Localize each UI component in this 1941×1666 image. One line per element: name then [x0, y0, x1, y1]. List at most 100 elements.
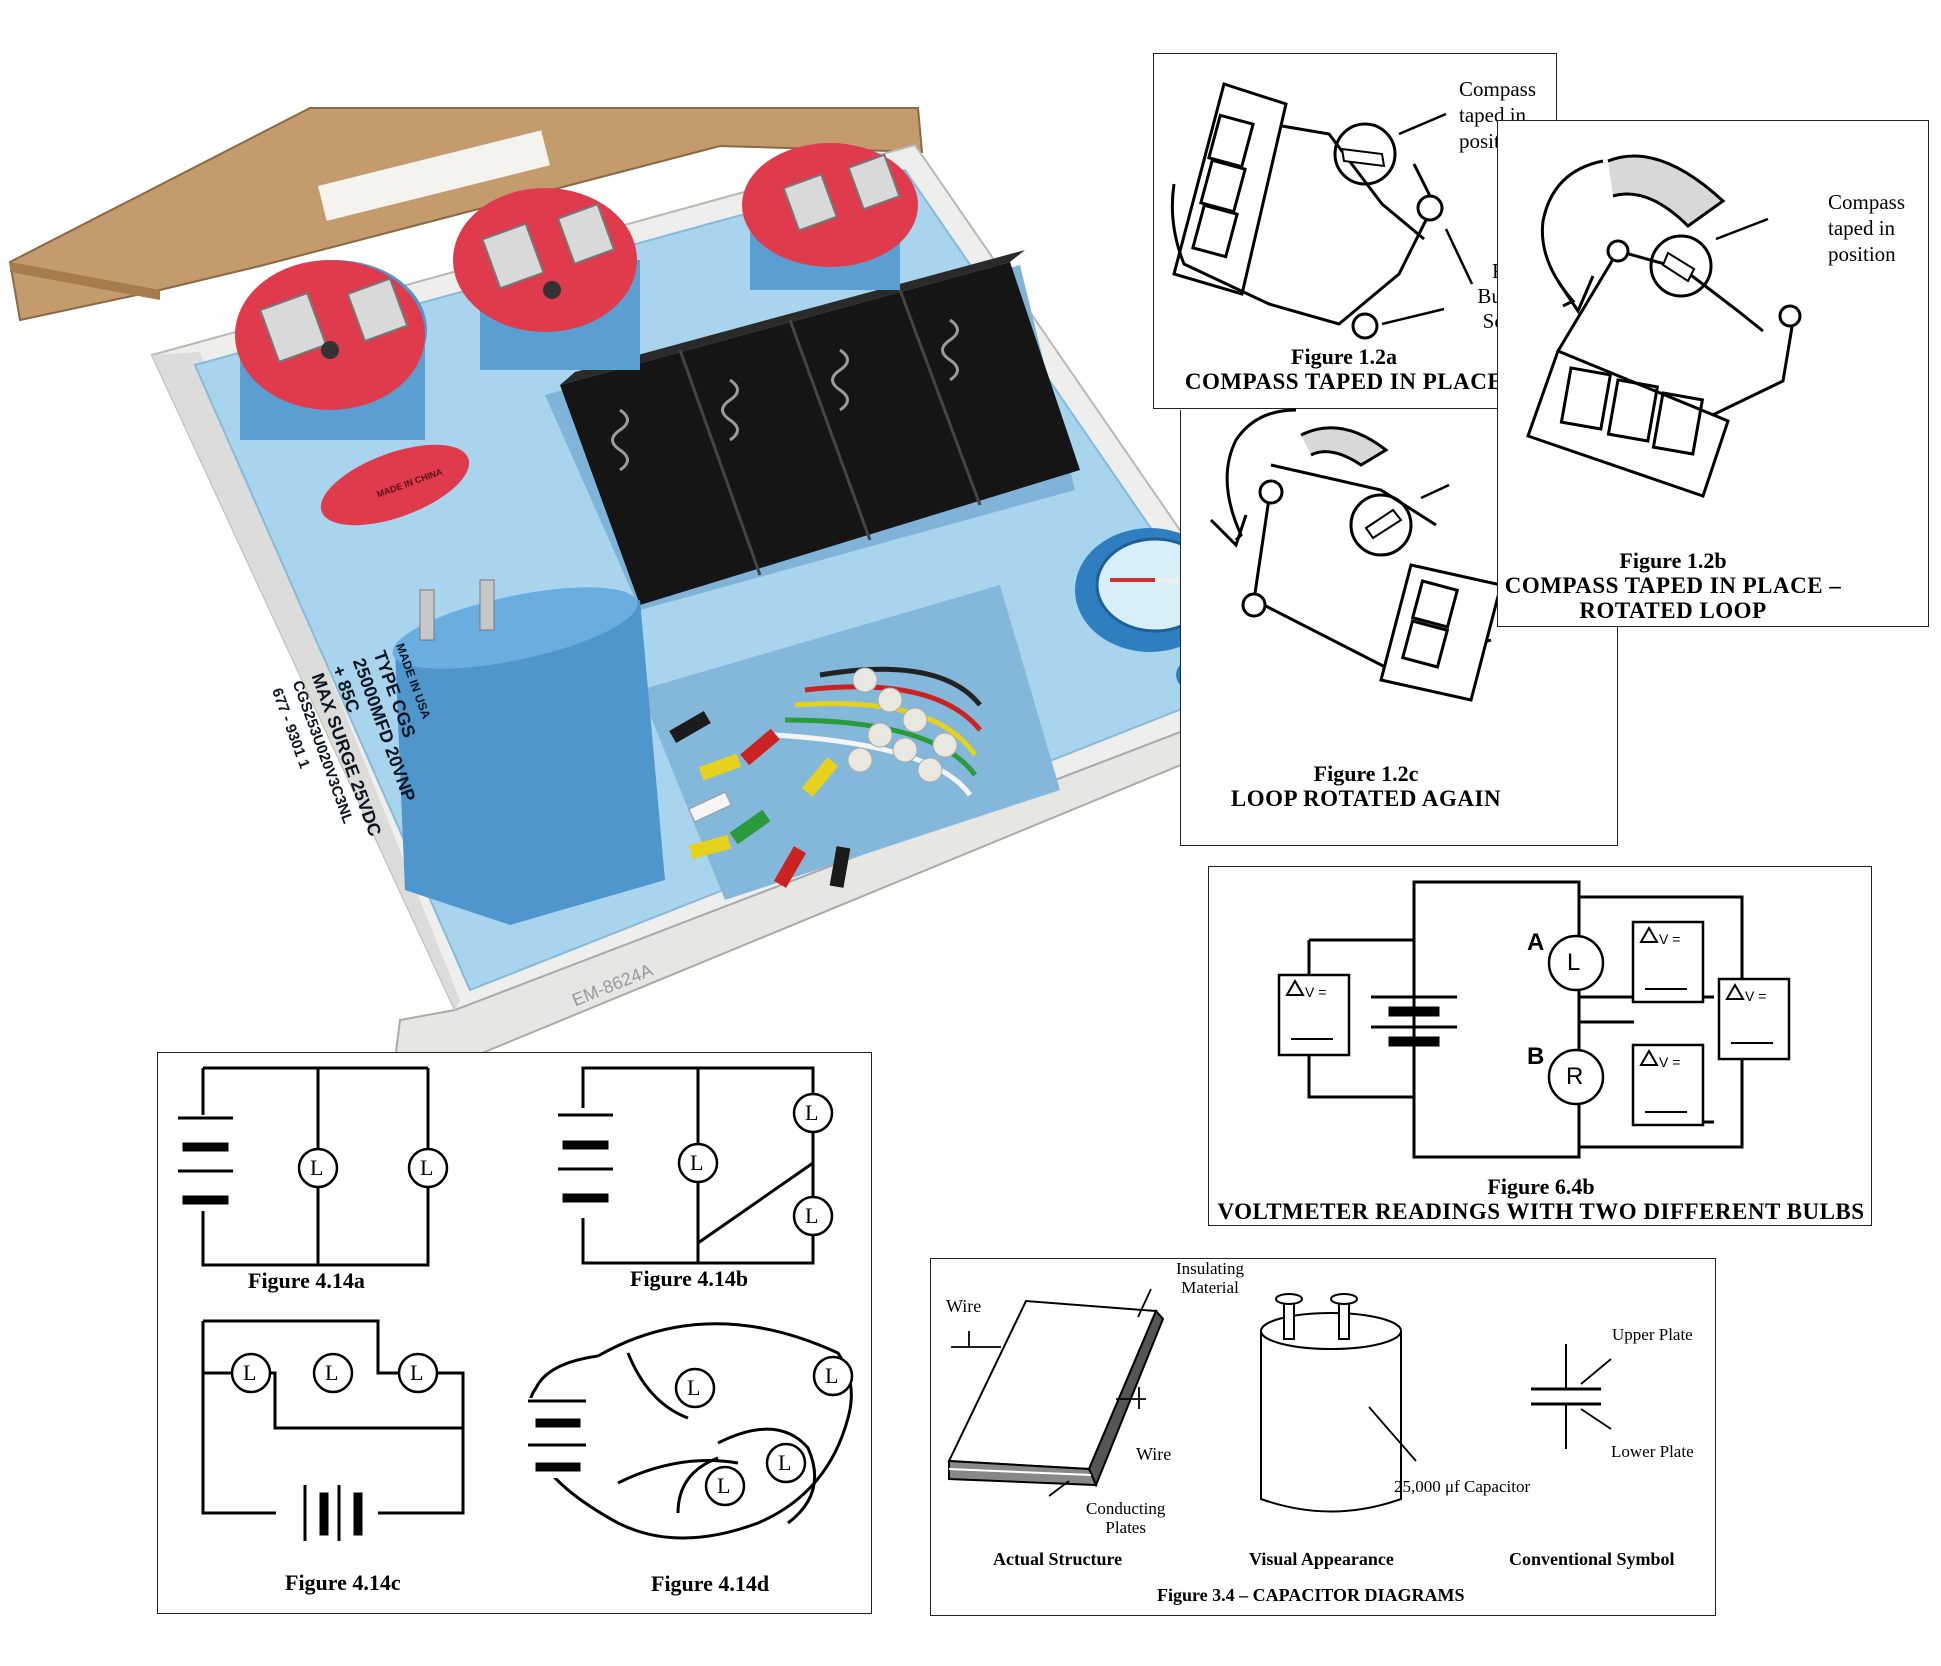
fig34-insulating-line-1: Insulating [1176, 1259, 1244, 1278]
figure-1-2a-drawing [1170, 82, 1474, 340]
fig64b-bulb-l: L [1567, 949, 1581, 976]
fig414a-caption: Figure 4.14a [248, 1268, 365, 1293]
battery-holder [560, 250, 1080, 605]
fig414b-bulb-2: L [805, 1100, 819, 1125]
fig64b-caption: Figure 6.4b VOLTMETER READINGS WITH TWO … [1209, 1174, 1873, 1225]
fig34-caption: Figure 3.4 – CAPACITOR DIAGRAMS [1157, 1585, 1465, 1605]
fig34-col-visual: Visual Appearance [1249, 1549, 1394, 1569]
fig12b-compass-line-2: taped in [1828, 216, 1896, 240]
fig414d-bulb-1: L [687, 1375, 701, 1400]
fig64b-battery [1371, 995, 1457, 1047]
fig34-label-upper: Upper Plate [1612, 1325, 1693, 1344]
fig64b-meters [1277, 920, 1791, 1127]
fig34-col-actual: Actual Structure [993, 1549, 1123, 1569]
figure-1-2a-panel: Compass taped in position Round Bulbs in… [1153, 53, 1557, 409]
fig414a-bulb-2: L [420, 1155, 434, 1180]
fig414d-caption: Figure 4.14d [651, 1571, 770, 1596]
alligator-clips [669, 710, 851, 888]
fig414b-caption: Figure 4.14b [630, 1266, 749, 1291]
fig12b-compass-line-3: position [1828, 242, 1896, 266]
figure-4-14-drawing [178, 1066, 854, 1541]
fig12b-caption-sub1: COMPASS TAPED IN PLACE – [1504, 573, 1842, 598]
fig12c-caption-sub: LOOP ROTATED AGAIN [1230, 786, 1502, 811]
socket-left [235, 260, 427, 440]
fig34-label-lower: Lower Plate [1611, 1442, 1694, 1461]
figure-6-4b-panel: A B L R V = V = V = V = Figure 6.4b VOLT… [1208, 866, 1872, 1226]
fig414b-battery [556, 1108, 613, 1218]
lid-label [317, 130, 550, 221]
fig34-label-wire-top: Wire [946, 1296, 982, 1316]
fig12c-caption-title: Figure 1.2c [1313, 761, 1419, 786]
fig64b-meter3-label: V = [1659, 1054, 1681, 1070]
fig414d-circuit [526, 1322, 853, 1540]
figure-1-2b-panel: Compass taped in position Figure 1.2b CO… [1497, 120, 1929, 627]
fig34-label-conducting: Conducting Plates [1086, 1499, 1165, 1537]
figure-4-14-panel: L L L L L L L L L L L L Figure 4.14a Fig… [157, 1052, 872, 1614]
fig34-col-symbol: Conventional Symbol [1509, 1549, 1675, 1569]
fig12b-caption-sub2: ROTATED LOOP [1579, 598, 1767, 623]
fig12b-label-compass: Compass taped in position [1828, 189, 1905, 267]
fig414c-bulb-2: L [325, 1360, 339, 1385]
fig414a-bulbs [297, 1147, 449, 1189]
capacitor [392, 579, 665, 925]
figure-3-4-drawing [947, 1288, 1612, 1513]
fig64b-label-a: A [1527, 929, 1545, 956]
fig414d-bulb-3: L [778, 1450, 792, 1475]
fig414c-battery [303, 1485, 363, 1541]
figure-6-4b-drawing [1277, 880, 1791, 1159]
box-left-wall [152, 352, 460, 1010]
fig64b-caption-title: Figure 6.4b [1487, 1174, 1595, 1199]
fig64b-label-b: B [1527, 1043, 1545, 1070]
socket-right [742, 143, 918, 290]
fig34-label-insulating: Insulating Material [1176, 1259, 1244, 1297]
fig414a-bulb-1: L [310, 1155, 324, 1180]
fig34-capacitor-pointer [1368, 1406, 1417, 1462]
compass-needle-a [1340, 147, 1386, 168]
fig414b-bulb-1: L [690, 1150, 704, 1175]
fig34-label-wire-bottom: Wire [1136, 1444, 1172, 1464]
fig414b-bulbs [677, 1092, 834, 1237]
fig12c-caption: Figure 1.2c LOOP ROTATED AGAIN [1181, 761, 1551, 812]
socket-base-loose [320, 444, 470, 526]
fig34-pointers [951, 1288, 1152, 1497]
fig12a-compass-line-1: Compass [1459, 77, 1537, 101]
fig34-can [1260, 1293, 1402, 1513]
box-lid [8, 107, 924, 322]
fig64b-bulbs [1547, 934, 1605, 1106]
fig414c-bulb-1: L [243, 1360, 257, 1385]
fig414d-bulbs [674, 1355, 854, 1507]
fig414d-bulb-4: L [717, 1473, 731, 1498]
fig414d-bulb-2: L [825, 1363, 839, 1388]
fig12a-caption-title: Figure 1.2a [1291, 344, 1397, 369]
fig414c-bulbs [230, 1352, 439, 1394]
figure-1-2b-drawing [1526, 154, 1802, 498]
fig64b-meter1-label: V = [1305, 984, 1327, 1000]
fig64b-meter2-label: V = [1659, 931, 1681, 947]
fig12b-caption-title: Figure 1.2b [1619, 548, 1727, 573]
fig414c-circuit [201, 1319, 465, 1515]
fig414c-caption: Figure 4.14c [285, 1570, 401, 1595]
fig12b-caption: Figure 1.2b COMPASS TAPED IN PLACE – ROT… [1498, 548, 1848, 624]
fig34-insulating-line-2: Material [1181, 1278, 1239, 1297]
mini-bulbs [847, 667, 958, 783]
fig414b-bulb-3: L [805, 1203, 819, 1228]
fig414c-bulb-3: L [410, 1360, 424, 1385]
fig34-plate-stack [947, 1299, 1165, 1488]
fig414d-battery [525, 1398, 586, 1478]
fig34-conducting-line-1: Conducting [1086, 1499, 1166, 1518]
box-lid-edge [10, 262, 160, 300]
fig12b-compass-line-1: Compass [1828, 190, 1906, 214]
socket-middle [453, 188, 640, 370]
fig12a-caption: Figure 1.2a COMPASS TAPED IN PLACE [1154, 344, 1534, 395]
fig12a-caption-sub: COMPASS TAPED IN PLACE [1184, 369, 1504, 394]
fig64b-bulb-r: R [1566, 1063, 1584, 1090]
fig414a-battery [178, 1116, 233, 1205]
fig64b-meter-icons [1285, 925, 1773, 1113]
compass-needle-b [1661, 251, 1696, 283]
fig34-label-capacitor: 25,000 μf Capacitor [1394, 1477, 1531, 1496]
fig64b-meter4-label: V = [1745, 988, 1767, 1004]
compass-needle-c [1364, 508, 1403, 540]
fig34-conducting-line-2: Plates [1105, 1518, 1146, 1537]
